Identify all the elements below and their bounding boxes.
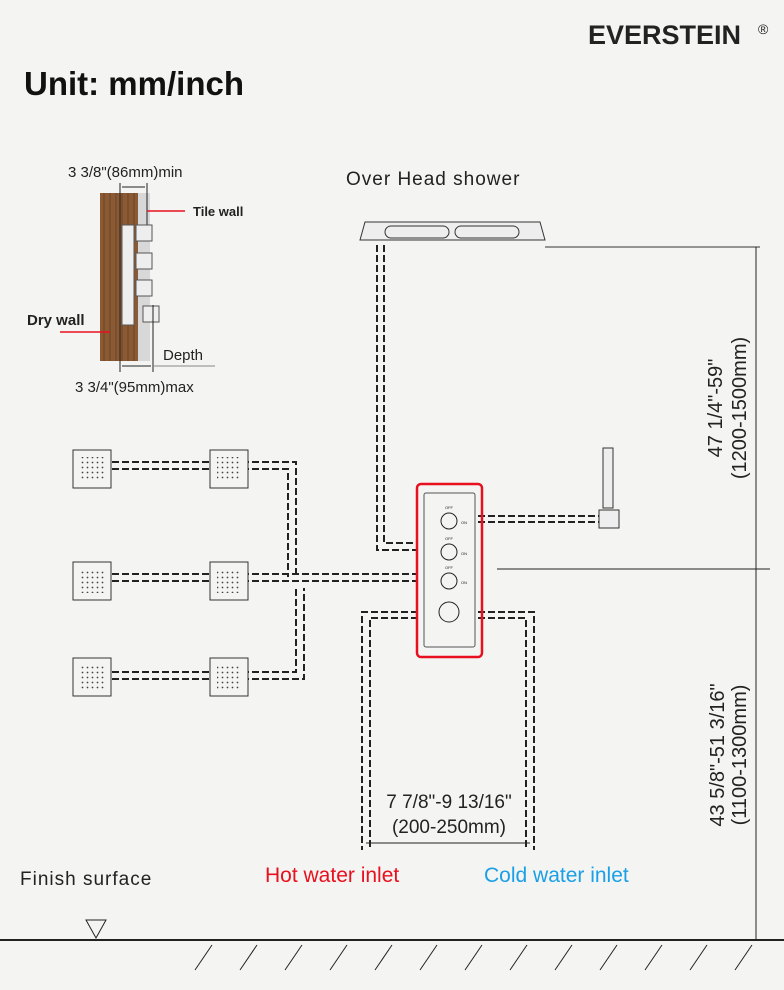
height-dimensions: 47 1/4"-59" (1200-1500mm) 43 5/8"-51 3/1… (497, 247, 770, 940)
brand-logo: EVERSTEIN ® (588, 20, 769, 50)
wall-depth-inset: 3 3/8"(86mm)min Tile wall Dry wall Depth… (27, 164, 243, 396)
valve-1-off: OFF (445, 505, 454, 510)
valve-3-on: ON (461, 580, 467, 585)
overhead-shower (359, 221, 760, 248)
max-depth-label: 3 3/4"(95mm)max (75, 379, 194, 396)
lower-height-inch: 43 5/8"-51 3/16" (707, 683, 729, 826)
valve-2-on: ON (461, 551, 467, 556)
page-title: Unit: mm/inch (24, 65, 244, 102)
cold-water-inlet-label: Cold water inlet (484, 864, 629, 887)
dry-wall-label: Dry wall (27, 312, 85, 329)
inlet-spacing-mm: (200-250mm) (392, 817, 506, 838)
thermostatic-control-panel: OFF ON OFF ON OFF ON (415, 482, 484, 659)
tile-wall-label: Tile wall (193, 204, 243, 219)
min-depth-label: 3 3/8"(86mm)min (68, 164, 183, 181)
valve-1-on: ON (461, 520, 467, 525)
inlet-spacing-inch: 7 7/8"-9 13/16" (386, 792, 511, 813)
finish-surface-label: Finish surface (20, 869, 152, 890)
hot-water-inlet-label: Hot water inlet (265, 864, 399, 887)
valve-2-off: OFF (445, 536, 454, 541)
pipes (112, 245, 603, 850)
depth-label: Depth (163, 347, 203, 364)
brand-mark: ® (758, 21, 769, 37)
body-jets (72, 449, 249, 697)
valve-3-off: OFF (445, 565, 454, 570)
brand-name: EVERSTEIN (588, 20, 741, 50)
overhead-shower-label: Over Head shower (346, 169, 520, 190)
upper-height-mm: (1200-1500mm) (729, 337, 751, 479)
floor-line (0, 919, 784, 971)
upper-height-inch: 47 1/4"-59" (705, 359, 727, 458)
lower-height-mm: (1100-1300mm) (729, 685, 751, 826)
hand-shower (598, 447, 620, 529)
